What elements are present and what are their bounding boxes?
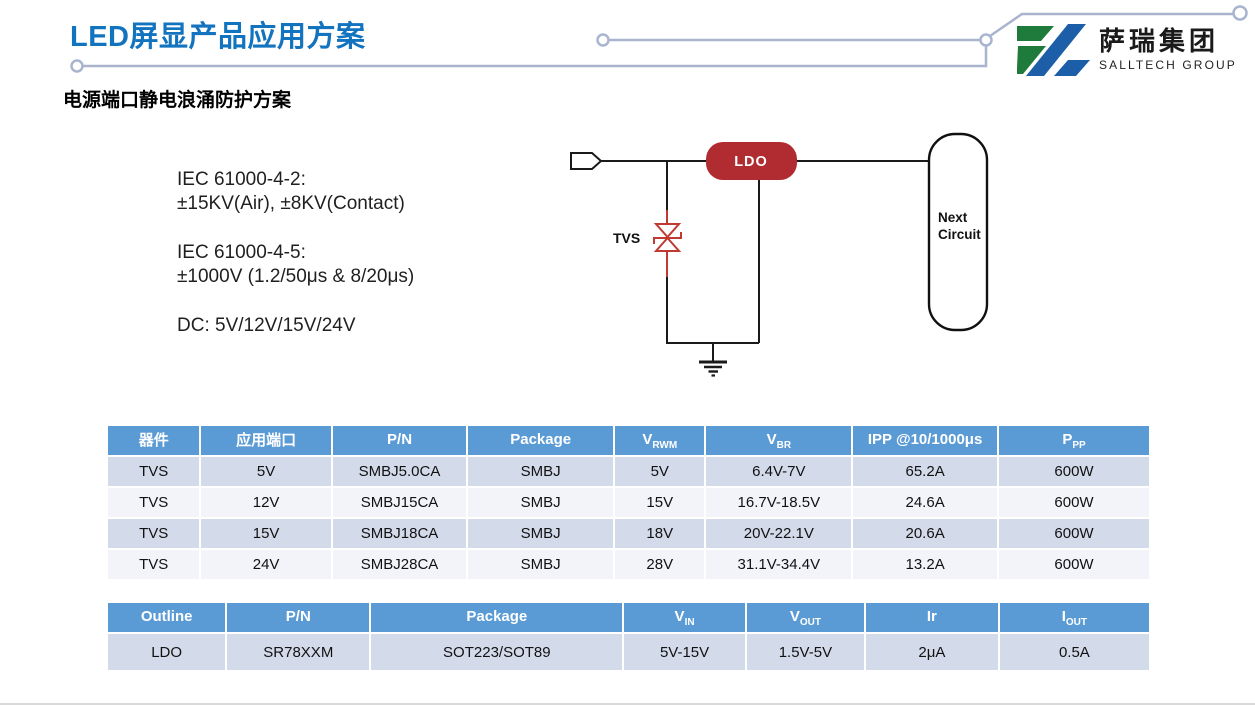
table-cell: 15V xyxy=(201,519,331,548)
input-connector-icon xyxy=(570,152,603,170)
table-cell: SMBJ xyxy=(468,457,614,486)
next-circuit-label: Circuit xyxy=(938,227,981,242)
column-header: Package xyxy=(371,603,623,632)
company-logo: 萨瑞集团 SALLTECH GROUP xyxy=(1016,24,1237,76)
table-cell: SMBJ xyxy=(468,550,614,579)
table-cell: SMBJ5.0CA xyxy=(332,457,467,486)
table-row: TVS 15V SMBJ18CA SMBJ 18V 20V-22.1V 20.6… xyxy=(108,519,1149,548)
accent-node-icon xyxy=(979,33,993,47)
table-cell: 600W xyxy=(998,488,1149,517)
column-header: VBR xyxy=(706,426,852,455)
column-header: VRWM xyxy=(615,426,705,455)
ldo-table: Outline P/N Package VIN VOUT Ir IOUT LDO… xyxy=(106,601,1151,672)
column-header: PPP xyxy=(998,426,1149,455)
column-header: IOUT xyxy=(999,603,1149,632)
table-header-row: 器件 应用端口 P/N Package VRWM VBR IPP @10/100… xyxy=(108,426,1149,455)
table-header-row: Outline P/N Package VIN VOUT Ir IOUT xyxy=(108,603,1149,632)
accent-node-icon xyxy=(70,59,84,73)
table-cell: SMBJ28CA xyxy=(332,550,467,579)
logo-company-name: 萨瑞集团 xyxy=(1099,26,1220,57)
spec-line: IEC 61000-4-5: xyxy=(177,242,306,263)
spec-line: ±15KV(Air), ±8KV(Contact) xyxy=(177,193,405,214)
table-row: TVS 24V SMBJ28CA SMBJ 28V 31.1V-34.4V 13… xyxy=(108,550,1149,579)
logo-mark-icon xyxy=(1017,24,1090,76)
table-cell: TVS xyxy=(108,457,200,486)
table-cell: TVS xyxy=(108,519,200,548)
table-cell: SOT223/SOT89 xyxy=(371,634,623,670)
table-cell: 600W xyxy=(998,457,1149,486)
tvs-label: TVS xyxy=(613,230,640,246)
table-row: LDO SR78XXM SOT223/SOT89 5V-15V 1.5V-5V … xyxy=(108,634,1149,670)
column-header: Outline xyxy=(108,603,226,632)
table-cell: 31.1V-34.4V xyxy=(706,550,852,579)
tvs-table: 器件 应用端口 P/N Package VRWM VBR IPP @10/100… xyxy=(106,424,1151,581)
table-cell: SMBJ18CA xyxy=(332,519,467,548)
ldo-block xyxy=(706,142,797,180)
page-title: LED屏显产品应用方案 xyxy=(70,21,366,53)
column-header: 器件 xyxy=(108,426,200,455)
table-cell: 5V-15V xyxy=(624,634,745,670)
column-header: P/N xyxy=(227,603,370,632)
table-cell: 28V xyxy=(615,550,705,579)
tvs-diode-icon xyxy=(653,210,682,277)
circuit-diagram: LDO TVS Next Circuit xyxy=(570,132,989,377)
column-header: IPP @10/1000μs xyxy=(853,426,997,455)
table-cell: 24V xyxy=(201,550,331,579)
table-cell: 65.2A xyxy=(853,457,997,486)
table-cell: TVS xyxy=(108,550,200,579)
table-cell: 5V xyxy=(615,457,705,486)
column-header: Ir xyxy=(866,603,998,632)
table-row: TVS 5V SMBJ5.0CA SMBJ 5V 6.4V-7V 65.2A 6… xyxy=(108,457,1149,486)
table-cell: 6.4V-7V xyxy=(706,457,852,486)
column-header: 应用端口 xyxy=(201,426,331,455)
section-title: 电源端口静电浪涌防护方案 xyxy=(63,90,292,111)
table-row: TVS 12V SMBJ15CA SMBJ 15V 16.7V-18.5V 24… xyxy=(108,488,1149,517)
ldo-label: LDO xyxy=(734,154,768,170)
table-cell: SR78XXM xyxy=(227,634,370,670)
table-cell: 13.2A xyxy=(853,550,997,579)
spec-line: DC: 5V/12V/15V/24V xyxy=(177,315,356,336)
accent-node-icon xyxy=(1232,5,1248,21)
table-cell: LDO xyxy=(108,634,226,670)
ground-icon xyxy=(699,360,727,377)
column-header: P/N xyxy=(332,426,467,455)
next-circuit-block xyxy=(927,132,989,332)
table-cell: SMBJ15CA xyxy=(332,488,467,517)
column-header: VIN xyxy=(624,603,745,632)
logo-company-name-en: SALLTECH GROUP xyxy=(1099,57,1237,72)
table-cell: 600W xyxy=(998,519,1149,548)
table-cell: TVS xyxy=(108,488,200,517)
table-cell: SMBJ xyxy=(468,519,614,548)
table-cell: 24.6A xyxy=(853,488,997,517)
accent-node-icon xyxy=(596,33,610,47)
logo-text: 萨瑞集团 SALLTECH GROUP xyxy=(1099,26,1237,72)
table-cell: 18V xyxy=(615,519,705,548)
table-cell: 15V xyxy=(615,488,705,517)
spec-line: ±1000V (1.2/50μs & 8/20μs) xyxy=(177,266,415,287)
table-cell: 600W xyxy=(998,550,1149,579)
table-cell: 5V xyxy=(201,457,331,486)
table-cell: 16.7V-18.5V xyxy=(706,488,852,517)
table-cell: 2μA xyxy=(866,634,998,670)
spec-text-block: IEC 61000-4-2: ±15KV(Air), ±8KV(Contact)… xyxy=(177,168,414,363)
table-cell: 20V-22.1V xyxy=(706,519,852,548)
table-cell: 1.5V-5V xyxy=(746,634,865,670)
next-circuit-label: Next xyxy=(938,210,968,225)
table-cell: 20.6A xyxy=(853,519,997,548)
table-cell: 0.5A xyxy=(999,634,1149,670)
table-cell: SMBJ xyxy=(468,488,614,517)
wire xyxy=(601,160,929,361)
column-header: VOUT xyxy=(746,603,865,632)
table-cell: 12V xyxy=(201,488,331,517)
spec-line: IEC 61000-4-2: xyxy=(177,169,306,190)
column-header: Package xyxy=(468,426,614,455)
